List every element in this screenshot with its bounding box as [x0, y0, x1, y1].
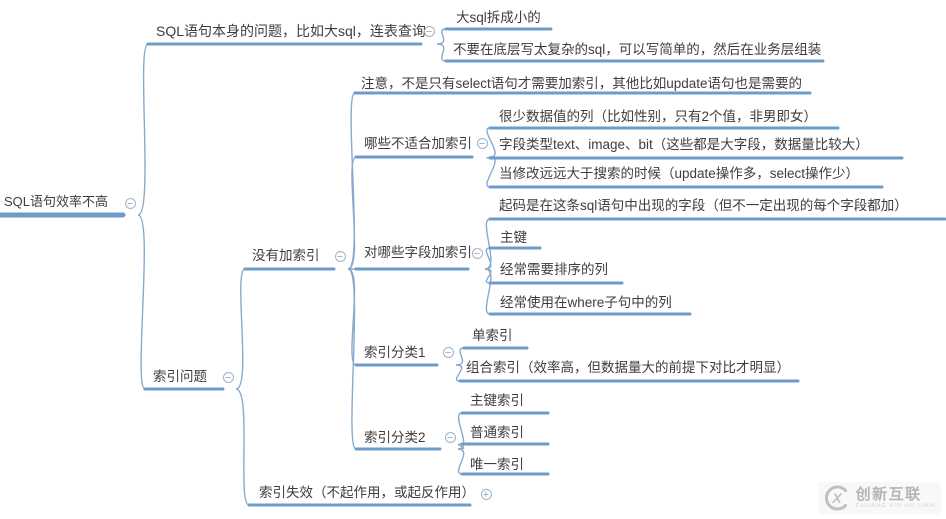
- node-pk_idx[interactable]: 主键索引: [470, 393, 524, 408]
- collapse-icon[interactable]: −: [124, 197, 136, 209]
- watermark-name: 创新互联: [855, 485, 922, 503]
- collapse-icon[interactable]: −: [471, 247, 483, 259]
- node-normal_idx[interactable]: 普通索引: [470, 425, 524, 440]
- connector-line: [455, 364, 463, 382]
- node-where_col[interactable]: 经常使用在where子句中的列: [500, 295, 672, 310]
- collapse-icon[interactable]: −: [444, 431, 456, 443]
- connector-line: [486, 156, 496, 188]
- svg-text:X: X: [831, 490, 843, 506]
- node-cat2[interactable]: 索引分类2: [364, 430, 426, 445]
- connector-line: [484, 268, 492, 315]
- node-unsuitable[interactable]: 哪些不适合加索引: [364, 136, 472, 151]
- node-idx_fail[interactable]: 索引失效（不起作用，或起反作用）: [259, 485, 475, 500]
- node-which_fields[interactable]: 对哪些字段加索引: [364, 245, 472, 260]
- connector-line: [457, 448, 465, 475]
- collapse-icon[interactable]: −: [222, 371, 234, 383]
- connector-line: [137, 214, 146, 390]
- connector-line: [455, 347, 465, 366]
- connector-line: [436, 28, 447, 45]
- node-root[interactable]: SQL语句效率不高: [4, 194, 109, 209]
- node-single_idx[interactable]: 单索引: [472, 328, 513, 343]
- watermark-logo: X: [824, 485, 847, 511]
- node-unique_idx[interactable]: 唯一索引: [470, 457, 524, 472]
- collapse-icon[interactable]: −: [334, 250, 346, 262]
- connector-line: [347, 92, 356, 270]
- node-idx_issue[interactable]: 索引问题: [153, 369, 207, 384]
- node-simple_sql[interactable]: 不要在底层写太复杂的sql，可以写简单的，然后在业务层组装: [453, 42, 822, 57]
- connector-line: [436, 43, 447, 62]
- connector-line: [347, 156, 357, 270]
- node-sort_col[interactable]: 经常需要排序的列: [500, 262, 608, 277]
- connector-line: [235, 388, 250, 506]
- collapse-icon[interactable]: −: [442, 346, 454, 358]
- node-pk[interactable]: 主键: [500, 230, 527, 245]
- node-few_vals[interactable]: 很少数据值的列（比如性别，只有2个值，非男即女）: [499, 109, 818, 124]
- connector-line: [484, 247, 492, 270]
- node-no_idx[interactable]: 没有加索引: [252, 248, 320, 263]
- node-split_small[interactable]: 大sql拆成小的: [456, 10, 541, 25]
- node-least[interactable]: 起码是在这条sql语句中出现的字段（但不一定出现的每个字段都加）: [499, 198, 908, 213]
- collapse-icon[interactable]: −: [476, 137, 488, 149]
- node-modify[interactable]: 当修改远远大于搜索的时候（update操作多，select操作少）: [499, 166, 860, 181]
- node-comb_idx[interactable]: 组合索引（效率高，但数据量大的前提下对比才明显）: [466, 360, 790, 375]
- connector-line: [457, 412, 465, 450]
- connector-line: [347, 268, 357, 450]
- connector-line: [137, 43, 149, 216]
- node-cat1[interactable]: 索引分类1: [364, 345, 426, 360]
- node-sql_issue[interactable]: SQL语句本身的问题，比如大sql，连表查询: [156, 23, 426, 39]
- watermark: X 创新互联 CHUANG XIN HU LIAN: [817, 482, 941, 514]
- node-field_types[interactable]: 字段类型text、image、bit（这些都是大字段，数据量比较大）: [499, 137, 869, 152]
- connector-line: [486, 127, 496, 158]
- collapse-icon[interactable]: −: [423, 25, 435, 37]
- expand-icon[interactable]: +: [480, 488, 492, 500]
- connector-line: [235, 268, 246, 390]
- node-note[interactable]: 注意，不是只有select语句才需要加索引，其他比如update语句也是需要的: [361, 76, 803, 91]
- watermark-subtitle: CHUANG XIN HU LIAN: [855, 502, 935, 509]
